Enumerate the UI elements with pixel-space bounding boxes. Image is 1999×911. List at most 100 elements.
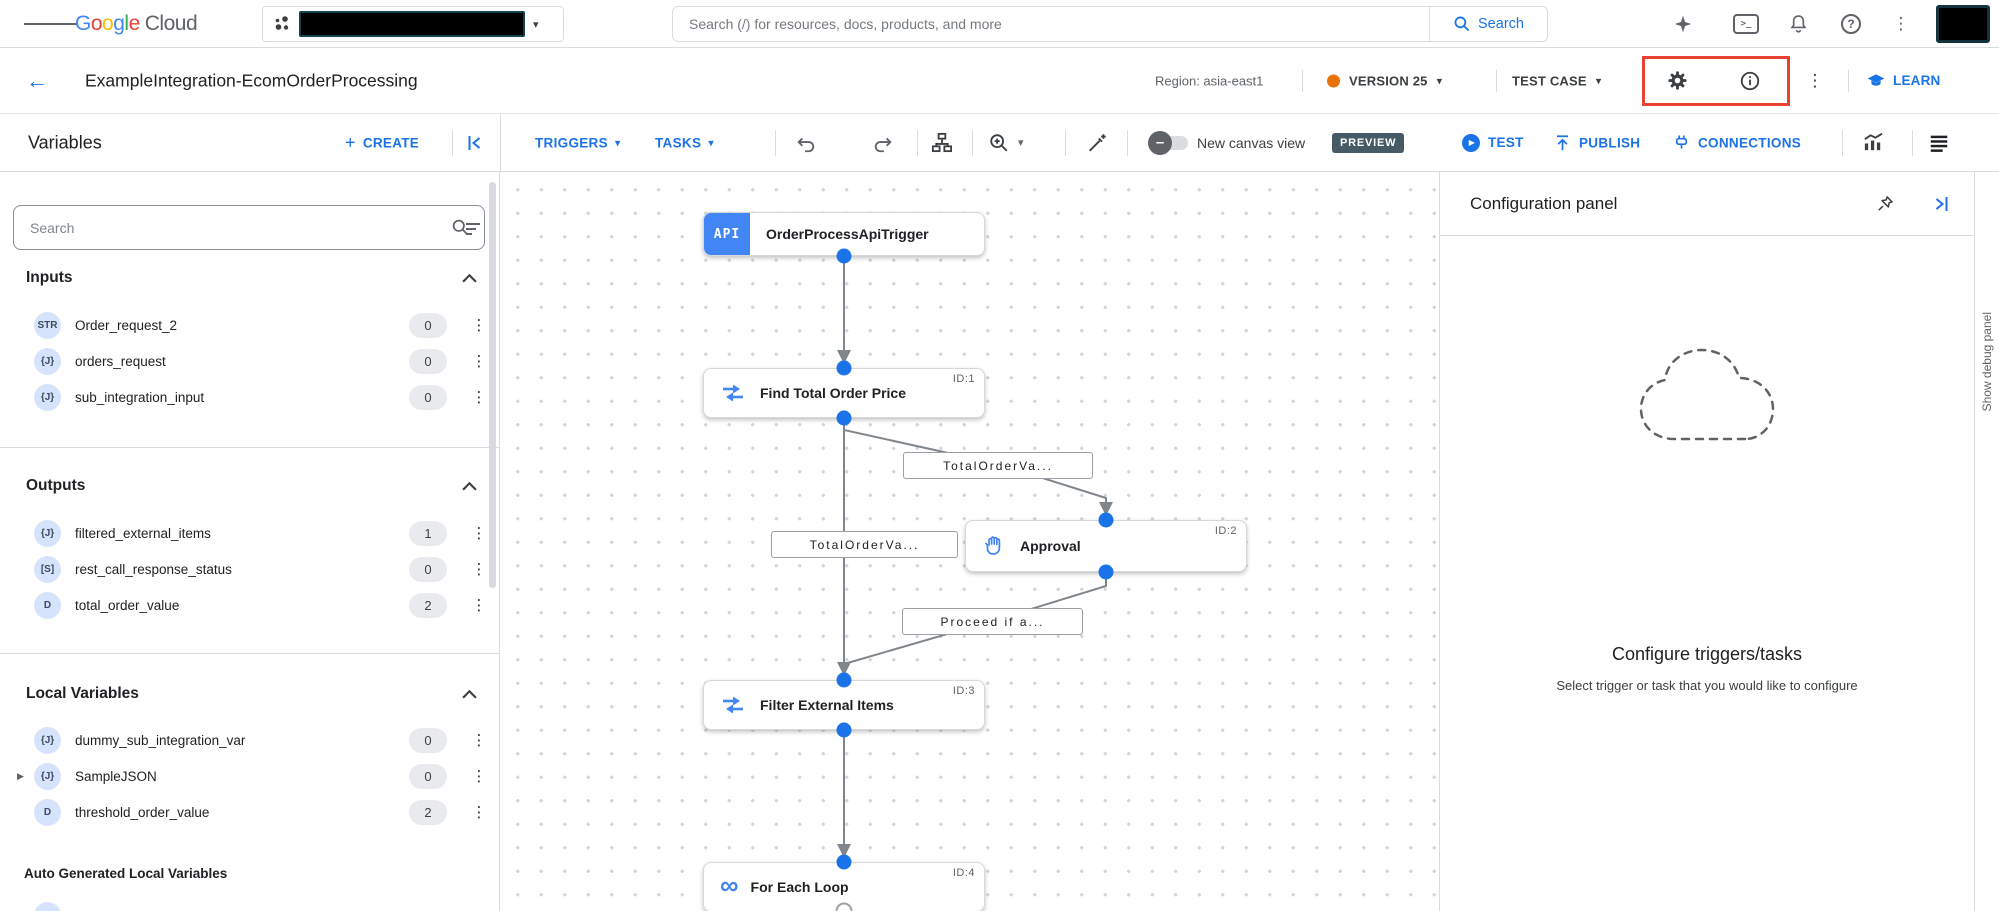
auto-layout-schema-icon[interactable] xyxy=(924,126,958,160)
variable-row[interactable]: D total_order_value 2 ⋮ xyxy=(0,587,499,623)
avatar[interactable] xyxy=(1936,5,1990,43)
tasks-dropdown[interactable]: TASKS ▾ xyxy=(655,135,714,150)
show-debug-panel-button[interactable]: Show debug panel xyxy=(1979,312,1994,412)
row-overflow-icon[interactable]: ⋮ xyxy=(471,317,487,334)
redo-icon[interactable] xyxy=(866,126,900,160)
logo-cloud-text: Cloud xyxy=(144,11,198,35)
sort-icon[interactable] xyxy=(463,218,483,243)
node-filter-external-items[interactable]: Filter External Items ID:3 xyxy=(703,680,985,730)
expand-arrow-icon[interactable]: ▶ xyxy=(17,770,24,781)
gemini-sparkle-icon[interactable] xyxy=(1666,7,1700,41)
hamburger-menu-icon[interactable] xyxy=(24,20,78,28)
test-case-dropdown[interactable]: TEST CASE ▾ xyxy=(1512,73,1601,88)
variable-row[interactable]: [S] rest_call_response_status 0 ⋮ xyxy=(0,551,499,587)
pin-icon[interactable] xyxy=(1868,187,1902,221)
notifications-bell-icon[interactable] xyxy=(1781,7,1815,41)
row-overflow-icon[interactable]: ⋮ xyxy=(471,768,487,785)
variable-row[interactable]: {J} dummy_sub_integration_var 0 ⋮ xyxy=(0,722,499,758)
topbar-overflow-icon[interactable]: ⋮ xyxy=(1884,7,1918,41)
play-icon: ▶ xyxy=(1462,133,1480,152)
test-button[interactable]: ▶ TEST xyxy=(1462,133,1524,152)
divider xyxy=(1848,69,1849,92)
collapse-panel-left-icon[interactable] xyxy=(458,126,492,160)
variable-row[interactable]: D threshold_order_value 2 ⋮ xyxy=(0,794,499,830)
variable-row[interactable]: ▶ {J} SampleJSON 0 ⋮ xyxy=(0,758,499,794)
variable-row[interactable]: STR Order_request_2 0 ⋮ xyxy=(0,307,499,343)
node-id: ID:2 xyxy=(1214,525,1237,537)
plus-icon: + xyxy=(345,132,356,152)
divider xyxy=(1065,129,1066,156)
node-label: Find Total Order Price xyxy=(760,385,906,401)
row-overflow-icon[interactable]: ⋮ xyxy=(471,525,487,542)
info-icon[interactable] xyxy=(1733,64,1767,98)
back-button[interactable]: ← xyxy=(26,68,48,94)
publish-button[interactable]: PUBLISH xyxy=(1553,133,1640,152)
usage-count-badge: 2 xyxy=(409,592,447,618)
divider xyxy=(1302,69,1303,92)
local-variables-section-header[interactable]: Local Variables xyxy=(0,682,499,706)
triggers-dropdown[interactable]: TRIGGERS ▾ xyxy=(535,135,621,150)
divider xyxy=(500,114,501,171)
inputs-section-header[interactable]: Inputs xyxy=(0,266,499,290)
divider xyxy=(917,129,918,156)
logo-letter: l xyxy=(124,11,129,35)
node-trigger[interactable]: API OrderProcessApiTrigger xyxy=(703,212,985,256)
row-overflow-icon[interactable]: ⋮ xyxy=(471,597,487,614)
learn-button[interactable]: LEARN xyxy=(1866,71,1941,91)
approval-hand-icon xyxy=(982,534,1006,558)
node-for-each-loop[interactable]: ∞ For Each Loop ID:4 xyxy=(703,862,985,911)
editor-toolbar: Variables + CREATE TRIGGERS ▾ TASKS ▾ ▾ … xyxy=(0,114,1999,172)
variable-row[interactable]: {J} filtered_external_items 1 ⋮ xyxy=(0,515,499,551)
variable-row[interactable] xyxy=(0,897,499,911)
help-icon[interactable]: ? xyxy=(1834,7,1868,41)
connections-button[interactable]: CONNECTIONS xyxy=(1672,133,1801,152)
edge-label[interactable]: TotalOrderVa... xyxy=(903,452,1093,479)
publish-upload-icon xyxy=(1556,134,1569,150)
settings-gear-icon[interactable] xyxy=(1660,64,1694,98)
variables-search-box xyxy=(13,205,485,250)
flow-canvas[interactable]: API OrderProcessApiTrigger Find Total Or… xyxy=(500,172,1439,911)
configure-subheading: Select trigger or task that you would li… xyxy=(1556,678,1858,693)
row-overflow-icon[interactable]: ⋮ xyxy=(471,353,487,370)
node-find-total-order-price[interactable]: Find Total Order Price ID:1 xyxy=(703,368,985,418)
configuration-panel-header: Configuration panel xyxy=(1440,172,1974,236)
divider xyxy=(1127,129,1128,156)
project-selector[interactable]: ▾ xyxy=(262,6,564,42)
collapse-panel-right-icon[interactable] xyxy=(1924,187,1958,221)
node-approval[interactable]: Approval ID:2 xyxy=(965,520,1247,572)
edge-label[interactable]: Proceed if a... xyxy=(902,608,1083,635)
variable-row[interactable]: {J} orders_request 0 ⋮ xyxy=(0,343,499,379)
title-overflow-icon[interactable]: ⋮ xyxy=(1798,64,1832,98)
usage-count-badge: 1 xyxy=(409,520,447,546)
usage-count-badge: 0 xyxy=(409,556,447,582)
help-question-glyph: ? xyxy=(1841,13,1861,34)
usage-count-badge: 0 xyxy=(409,384,447,410)
row-overflow-icon[interactable]: ⋮ xyxy=(471,804,487,821)
metrics-chart-icon[interactable] xyxy=(1856,126,1890,160)
redacted-project-name xyxy=(299,11,525,37)
row-overflow-icon[interactable]: ⋮ xyxy=(471,732,487,749)
zoom-dropdown[interactable]: ▾ xyxy=(988,132,1024,154)
edit-wand-icon[interactable] xyxy=(1080,126,1114,160)
variables-search-input[interactable] xyxy=(30,219,451,236)
row-overflow-icon[interactable]: ⋮ xyxy=(471,561,487,578)
global-search-button[interactable]: Search xyxy=(1429,7,1547,41)
sidebar-scrollbar[interactable] xyxy=(489,182,496,588)
undo-icon[interactable] xyxy=(789,126,823,160)
logs-list-icon[interactable] xyxy=(1922,126,1956,160)
minus-glyph: – xyxy=(1155,134,1165,151)
outputs-section-header[interactable]: Outputs xyxy=(0,474,499,498)
variable-row[interactable]: {J} sub_integration_input 0 ⋮ xyxy=(0,379,499,415)
new-canvas-toggle[interactable]: – xyxy=(1148,130,1188,155)
divider xyxy=(1842,129,1843,156)
main-area: Inputs STR Order_request_2 0 ⋮ {J} order… xyxy=(0,172,1999,911)
edge-label[interactable]: TotalOrderVa... xyxy=(771,531,958,558)
cloud-shell-icon[interactable]: >_ xyxy=(1729,7,1763,41)
variable-name: sub_integration_input xyxy=(75,389,205,405)
type-badge: [S] xyxy=(34,555,61,583)
create-variable-button[interactable]: + CREATE xyxy=(345,132,419,153)
row-overflow-icon[interactable]: ⋮ xyxy=(471,389,487,406)
version-dropdown[interactable]: VERSION 25 ▾ xyxy=(1327,73,1442,88)
global-search-input[interactable] xyxy=(673,7,1429,41)
